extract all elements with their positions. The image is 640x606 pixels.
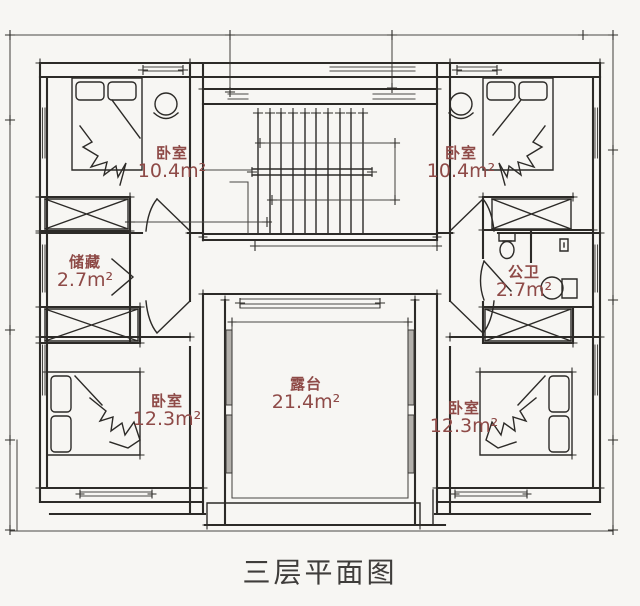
room-label-storage: 储藏 2.7m² xyxy=(57,254,113,290)
room-area: 10.4m² xyxy=(426,160,496,182)
door-arc-bedroom-top-left xyxy=(146,199,190,231)
wardrobe-x-right-top xyxy=(492,199,571,229)
terrace-railing xyxy=(234,297,386,309)
room-area: 2.7m² xyxy=(495,279,553,301)
floor-drain-icon xyxy=(560,239,568,251)
stair-handrail xyxy=(246,166,378,178)
window-hatches xyxy=(43,64,598,396)
room-area: 12.3m² xyxy=(429,415,499,437)
stool-top-right xyxy=(449,93,473,119)
door-arc-bedroom-top-right xyxy=(450,199,494,231)
room-label-bedroom-top-left: 卧室 10.4m² xyxy=(138,145,206,181)
wardrobe-x-left-top xyxy=(45,199,128,229)
terrace xyxy=(201,297,446,531)
terrace-wall-panel xyxy=(408,415,414,473)
door-arc-bedroom-bottom-right xyxy=(450,301,494,333)
room-area: 21.4m² xyxy=(271,391,341,413)
stair-dimension-lines xyxy=(124,137,443,252)
room-name: 卧室 xyxy=(150,392,183,410)
stool-top-left xyxy=(154,93,178,119)
plan-caption: 三层平面图 xyxy=(242,556,398,589)
room-area: 10.4m² xyxy=(137,160,207,182)
terrace-wall-panel xyxy=(226,415,232,473)
room-label-bedroom-bottom-left: 卧室 12.3m² xyxy=(133,393,201,429)
room-name: 公卫 xyxy=(507,263,540,281)
wardrobe-x-right-bottom xyxy=(485,309,571,341)
room-name: 卧室 xyxy=(444,144,477,162)
wardrobe-x-left-bottom xyxy=(45,309,138,341)
room-label-bedroom-bottom-right: 卧室 12.3m² xyxy=(430,400,498,436)
bottom-wings xyxy=(40,337,600,514)
bathroom-room xyxy=(481,197,594,343)
room-name: 露台 xyxy=(289,375,322,393)
bathroom-door-arc xyxy=(481,261,512,300)
room-name: 卧室 xyxy=(447,399,480,417)
toilet-icon xyxy=(499,233,515,259)
room-label-terrace: 露台 21.4m² xyxy=(272,376,340,412)
room-area: 12.3m² xyxy=(132,408,202,430)
storage-room xyxy=(40,197,140,343)
staircase xyxy=(124,107,443,252)
room-label-bathroom: 公卫 2.7m² xyxy=(496,264,552,300)
stair-treads xyxy=(252,107,369,234)
sink-icon xyxy=(541,277,577,299)
bed-bottom-left xyxy=(47,372,140,455)
room-area: 2.7m² xyxy=(56,269,114,291)
dimension-lines xyxy=(4,29,619,536)
bed-top-left xyxy=(72,78,142,185)
room-name: 储藏 xyxy=(68,253,101,271)
room-name: 卧室 xyxy=(155,144,188,162)
exterior-walls xyxy=(40,63,600,514)
terrace-wall-panel xyxy=(226,330,232,405)
bifold-door xyxy=(112,259,133,295)
bed-top-right xyxy=(483,78,553,185)
bed-bottom-right xyxy=(480,372,572,455)
door-arc-bedroom-bottom-left xyxy=(146,301,190,333)
terrace-wall-panel xyxy=(408,330,414,405)
room-label-bedroom-top-right: 卧室 10.4m² xyxy=(427,145,495,181)
